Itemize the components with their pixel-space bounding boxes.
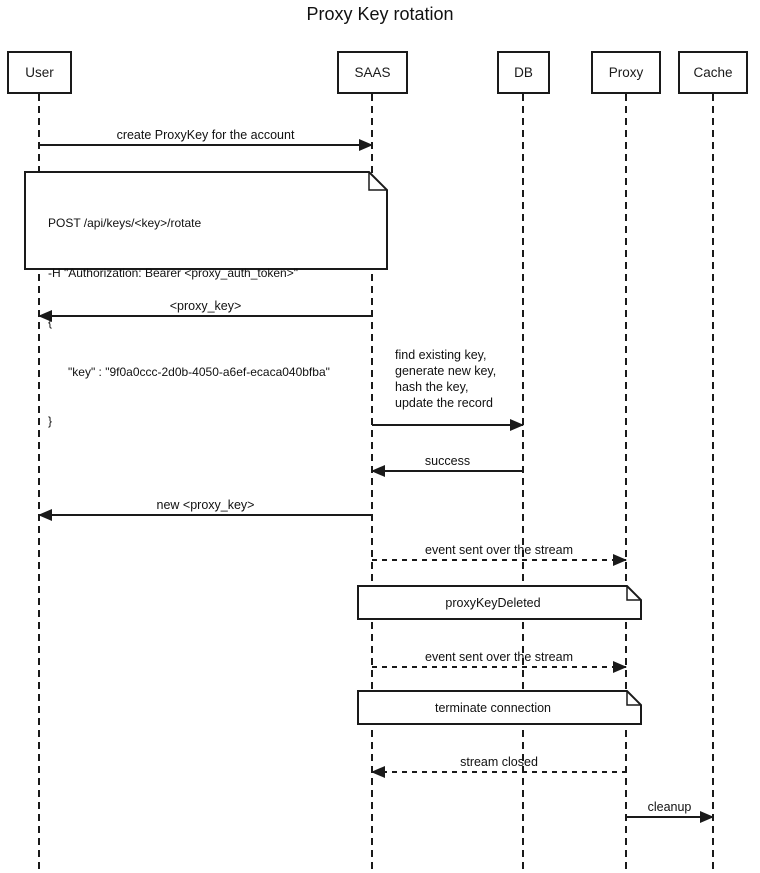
actor-box-proxy: Proxy	[591, 51, 661, 94]
actor-label-user: User	[25, 65, 54, 80]
arrowhead-right-icon	[510, 419, 524, 431]
message-line	[39, 144, 372, 146]
note-line: -H "Authorization: Bearer <proxy_auth_to…	[48, 265, 298, 280]
message-label: event sent over the stream	[425, 543, 573, 557]
message-label: new <proxy_key>	[156, 498, 255, 512]
note-post-rotate: POST /api/keys/<key>/rotate -H "Authoriz…	[24, 171, 388, 428]
actor-box-db: DB	[497, 51, 550, 94]
note-shape	[24, 171, 388, 270]
message-label: create ProxyKey for the account	[116, 128, 295, 142]
note-line: }	[48, 414, 53, 428]
message-label: success	[424, 454, 471, 468]
note-terminate-connection: terminate connection	[357, 690, 643, 725]
actor-box-user: User	[7, 51, 72, 94]
note-proxykeydeleted: proxyKeyDeleted	[357, 585, 643, 620]
arrowhead-right-icon	[613, 661, 627, 673]
note-shape	[357, 690, 642, 725]
message-label: stream closed	[460, 755, 538, 769]
message-line	[372, 470, 523, 472]
note-code-block: POST /api/keys/<key>/rotate -H "Authoriz…	[48, 182, 330, 463]
arrowhead-left-icon	[38, 310, 52, 322]
message-line	[39, 315, 372, 317]
note-line: POST /api/keys/<key>/rotate	[48, 216, 202, 230]
message-label: event sent over the stream	[425, 650, 573, 664]
arrowhead-left-icon	[371, 766, 385, 778]
message-label: cleanup	[647, 800, 692, 814]
note-line: {	[48, 315, 53, 329]
message-line	[39, 514, 372, 516]
message-line	[372, 424, 523, 426]
message-line	[372, 771, 626, 773]
actor-label-cache: Cache	[693, 65, 733, 80]
message-label: find existing key, generate new key, has…	[395, 348, 497, 410]
lifeline-proxy	[625, 94, 627, 873]
note-fold-icon	[368, 172, 387, 191]
arrowhead-right-icon	[359, 139, 373, 151]
actor-box-cache: Cache	[678, 51, 748, 94]
message-line	[372, 559, 626, 561]
actor-label-saas: SAAS	[354, 65, 391, 80]
note-fold-icon	[626, 586, 641, 601]
lifeline-saas	[371, 94, 373, 873]
arrowhead-left-icon	[371, 465, 385, 477]
actor-label-proxy: Proxy	[608, 65, 644, 80]
arrowhead-right-icon	[613, 554, 627, 566]
note-shape	[357, 585, 642, 620]
note-label: proxyKeyDeleted	[445, 595, 541, 610]
note-fold-icon	[626, 691, 641, 706]
message-label: <proxy_key>	[169, 299, 242, 313]
arrowhead-right-icon	[700, 811, 714, 823]
actor-label-db: DB	[514, 65, 533, 80]
diagram-title: Proxy Key rotation	[306, 4, 454, 24]
note-label: terminate connection	[434, 700, 552, 715]
lifeline-cache	[712, 94, 714, 873]
lifeline-user	[38, 94, 40, 873]
actor-box-saas: SAAS	[337, 51, 408, 94]
message-line	[372, 666, 626, 668]
arrowhead-left-icon	[38, 509, 52, 521]
message-line	[626, 816, 713, 818]
note-line: "key" : "9f0a0ccc-2d0b-4050-a6ef-ecaca04…	[48, 364, 330, 379]
lifeline-db	[522, 94, 524, 873]
